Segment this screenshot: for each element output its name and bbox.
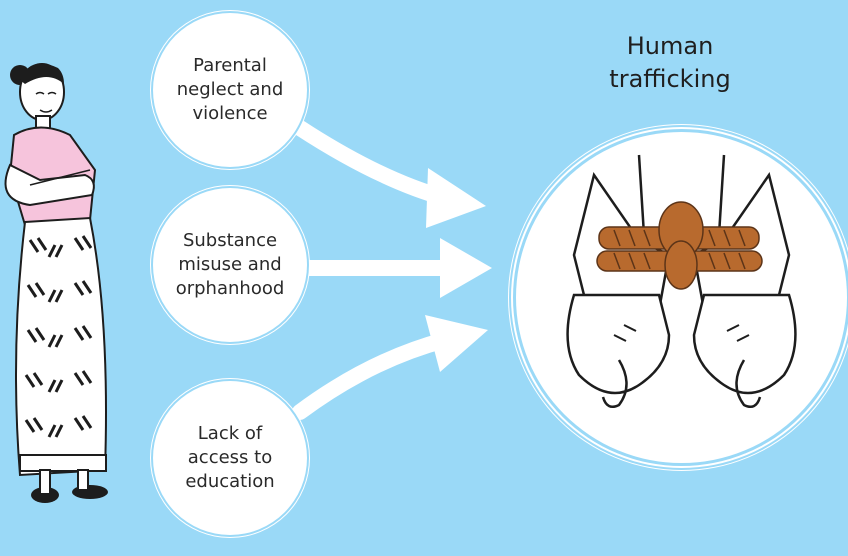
arrowhead-3 — [425, 315, 488, 372]
arrowhead-1 — [426, 168, 486, 228]
cause-circle-1: Parental neglect and violence — [155, 15, 305, 165]
result-circle — [519, 135, 844, 460]
cause-circle-3: Lack of access to education — [155, 383, 305, 533]
cause-circle-2: Substance misuse and orphanhood — [155, 190, 305, 340]
tied-hands-icon — [519, 135, 844, 460]
cause-label-1: Parental neglect and violence — [177, 54, 284, 126]
arrow-3 — [300, 340, 445, 412]
arrow-1 — [300, 128, 445, 198]
cause-label-3: Lack of access to education — [185, 422, 274, 494]
cause-label-2: Substance misuse and orphanhood — [176, 229, 285, 301]
result-title: Human trafficking — [570, 30, 770, 96]
arrowhead-2 — [440, 238, 492, 298]
